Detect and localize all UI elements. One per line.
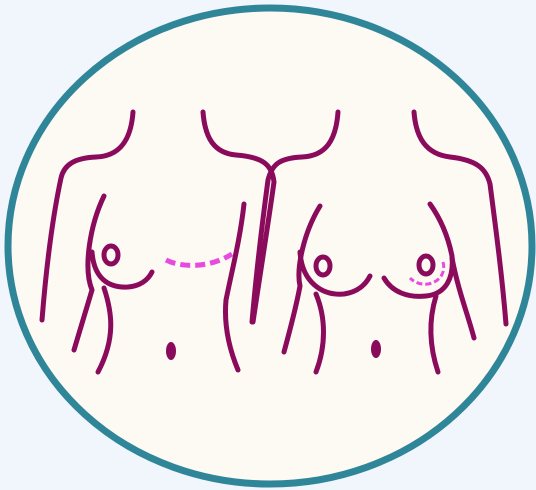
- left-figure-navel-icon: [166, 342, 176, 360]
- circle-frame: [8, 8, 532, 484]
- right-figure-navel-icon: [371, 340, 381, 358]
